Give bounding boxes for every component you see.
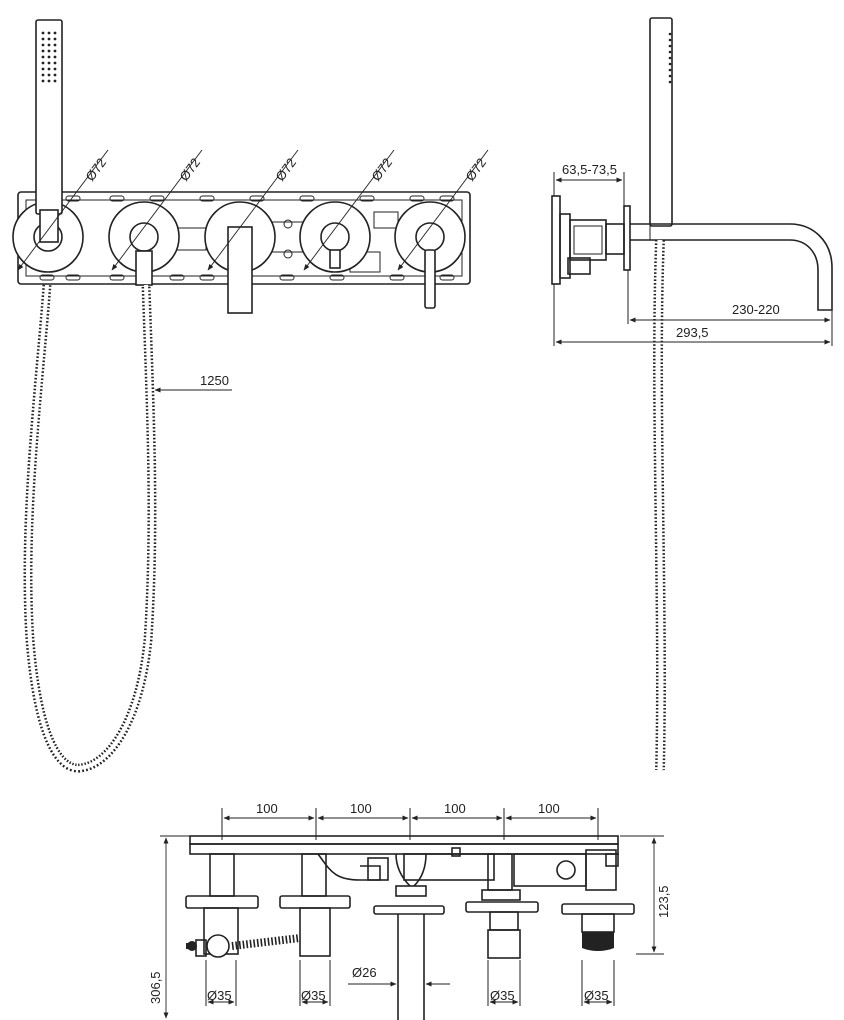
spout-reach-label: 230-220 (732, 302, 780, 317)
top-valve-5 (561, 849, 635, 951)
rosette-4 (299, 201, 371, 273)
top-valve-2 (279, 853, 389, 957)
front-view: Ø72 Ø72 Ø72 Ø72 Ø72 1250 (12, 19, 489, 773)
total-reach-label: 293,5 (676, 325, 709, 340)
total-height-label: 306,5 (148, 971, 163, 1004)
screw-2 (283, 249, 293, 259)
side-depth-label: 63,5-73,5 (562, 162, 617, 177)
top-spout (373, 847, 495, 1020)
diameter-callouts (17, 149, 489, 271)
valve-body-4 (373, 211, 399, 229)
screw-1 (283, 219, 293, 229)
rosette-3 (204, 201, 276, 314)
side-view: 63,5-73,5 230-220 293,5 (551, 17, 833, 771)
hand-shower (35, 19, 63, 243)
rosette-2 (108, 201, 180, 286)
top-valve-1 (185, 853, 301, 958)
plate-slots (39, 195, 455, 281)
rosette-5 (394, 201, 466, 309)
body-diameter-label-1: Ø35 (207, 988, 232, 1003)
side-hand-shower (649, 17, 673, 227)
spacing-label-1: 100 (256, 801, 278, 816)
hose-length-label: 1250 (200, 373, 229, 388)
body-diameter-label-3: Ø35 (490, 988, 515, 1003)
height-label: 123,5 (656, 885, 671, 918)
body-diameter-label-4: Ø35 (584, 988, 609, 1003)
body-diameter-label-2: Ø35 (301, 988, 326, 1003)
top-valve-4 (465, 853, 587, 959)
shower-hose (23, 284, 157, 773)
top-view: 100 100 100 100 123,5 306,5 Ø26 Ø35 Ø35 … (148, 801, 671, 1020)
shower-nozzles (41, 31, 57, 83)
spout-diameter-label: Ø26 (352, 965, 377, 980)
spacing-label-2: 100 (350, 801, 372, 816)
spacing-label-4: 100 (538, 801, 560, 816)
spacing-label-3: 100 (444, 801, 466, 816)
